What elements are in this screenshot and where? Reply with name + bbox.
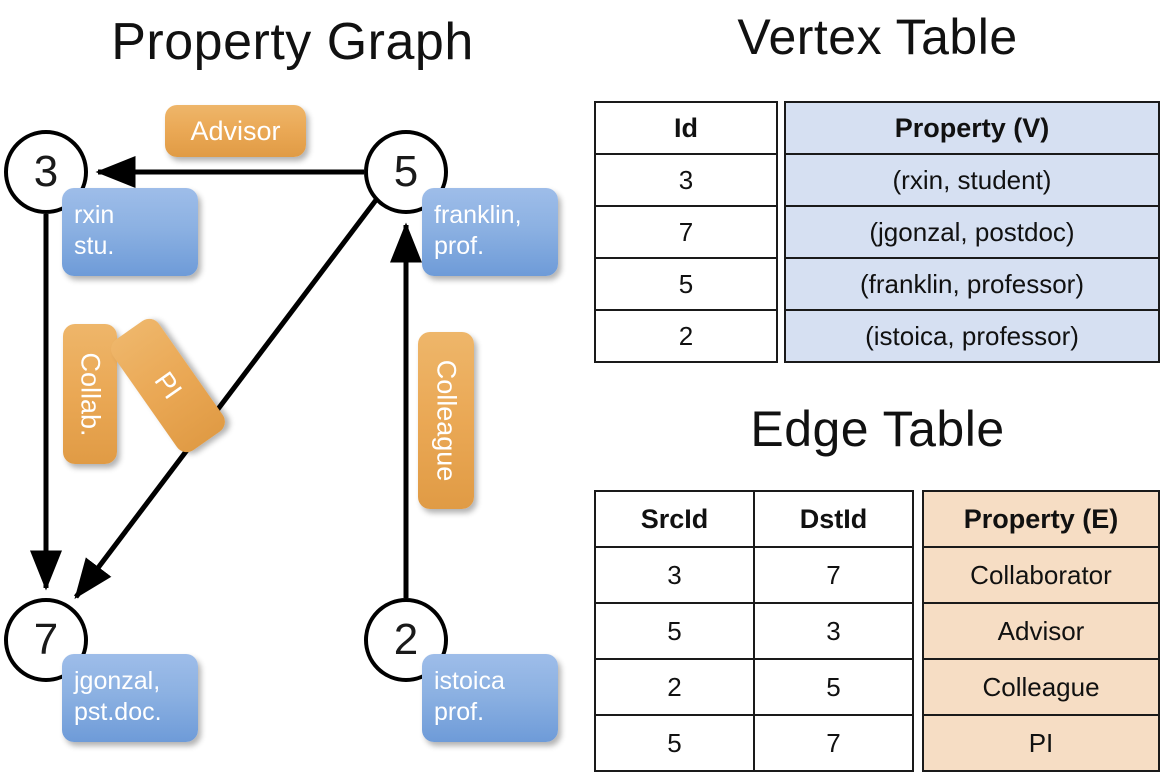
graph-edge-lines [30, 156, 422, 599]
graph-node-3-label: 3 [33, 147, 59, 196]
table-header-row: SrcId DstId [594, 490, 914, 548]
table-header-row: Property (E) [922, 490, 1160, 548]
edge-table-cell-srcid: 3 [594, 546, 755, 604]
vertex-callout-5: franklin, prof. [422, 188, 558, 276]
graph-node-2[interactable]: 2 [364, 598, 448, 682]
vertex-callout-7-line2: pst.doc. [74, 698, 162, 726]
table-row: 3 7 [594, 546, 914, 604]
edge-callout-advisor: Advisor [165, 105, 306, 157]
vertex-table-cell-property: (jgonzal, postdoc) [784, 205, 1160, 259]
vertex-callout-2: istoica prof. [422, 654, 558, 742]
page-title-edge-table: Edge Table [750, 401, 1005, 457]
table-row: Advisor [922, 602, 1160, 660]
edge-table-cell-srcid: 5 [594, 602, 755, 660]
edge-table-cell-srcid: 5 [594, 714, 755, 772]
table-row: 5 3 [594, 602, 914, 660]
vertex-table-header-id: Id [594, 101, 778, 155]
vertex-table-id-column: Id 3 7 5 2 [594, 101, 778, 363]
edge-callout-collab: Collab. [63, 324, 117, 464]
edge-callout-advisor-label: Advisor [190, 115, 281, 146]
vertex-callout-3-line1: rxin [74, 201, 115, 229]
table-row: 3 [594, 153, 778, 207]
edge-table-header-dstid: DstId [753, 490, 914, 548]
graph-node-5-label: 5 [393, 147, 419, 196]
edge-table-cell-dstid: 7 [753, 714, 914, 772]
vertex-table-property-column: Property (V) (rxin, student) (jgonzal, p… [784, 101, 1160, 363]
vertex-callout-7: jgonzal, pst.doc. [62, 654, 198, 742]
graph-node-7-label: 7 [33, 615, 59, 664]
edge-table-property-column: Property (E) Collaborator Advisor Collea… [922, 490, 1160, 772]
vertex-callout-3: rxin stu. [62, 188, 198, 276]
table-row: 2 [594, 309, 778, 363]
table-row: 2 5 [594, 658, 914, 716]
edge-table-id-columns: SrcId DstId 3 7 5 3 2 5 5 7 [594, 490, 914, 772]
edge-table-cell-property: Advisor [922, 602, 1160, 660]
table-row: 5 7 [594, 714, 914, 772]
edge-callout-collab-label: Collab. [75, 351, 106, 437]
vertex-table-cell-property: (istoica, professor) [784, 309, 1160, 363]
vertex-callout-2-line2: prof. [434, 698, 485, 726]
edge-table-header-srcid: SrcId [594, 490, 755, 548]
vertex-callout-3-line2: stu. [74, 232, 115, 260]
table-row: (rxin, student) [784, 153, 1160, 207]
table-row: PI [922, 714, 1160, 772]
edge-table-cell-property: PI [922, 714, 1160, 772]
vertex-callout-5-line2: prof. [434, 232, 485, 260]
vertex-table-cell-id: 7 [594, 205, 778, 259]
vertex-callout-5-line1: franklin, [434, 201, 522, 229]
table-header-row: Property (V) [784, 101, 1160, 155]
table-header-row: Id [594, 101, 778, 155]
table-row: Collaborator [922, 546, 1160, 604]
table-row: Colleague [922, 658, 1160, 716]
vertex-table-cell-id: 3 [594, 153, 778, 207]
edge-table-cell-dstid: 5 [753, 658, 914, 716]
page-title-property-graph: Property Graph [111, 13, 474, 71]
edge-table-cell-srcid: 2 [594, 658, 755, 716]
page-title-vertex-table: Vertex Table [737, 9, 1018, 65]
table-row: 5 [594, 257, 778, 311]
edge-callout-pi-label: PI [148, 366, 189, 405]
vertex-callout-7-line1: jgonzal, [74, 667, 161, 695]
edge-table-cell-dstid: 3 [753, 602, 914, 660]
graph-node-2-label: 2 [393, 615, 419, 664]
vertex-table-cell-property: (rxin, student) [784, 153, 1160, 207]
vertex-table-cell-property: (franklin, professor) [784, 257, 1160, 311]
graph-node-5[interactable]: 5 [364, 130, 448, 214]
edge-callout-colleague-label: Colleague [431, 359, 462, 482]
table-row: (jgonzal, postdoc) [784, 205, 1160, 259]
edge-table-header-property: Property (E) [922, 490, 1160, 548]
table-row: (franklin, professor) [784, 257, 1160, 311]
edge-table-cell-property: Collaborator [922, 546, 1160, 604]
edge-table-cell-property: Colleague [922, 658, 1160, 716]
vertex-table-header-property: Property (V) [784, 101, 1160, 155]
table-row: (istoica, professor) [784, 309, 1160, 363]
vertex-table-cell-id: 5 [594, 257, 778, 311]
edge-callout-colleague: Colleague [418, 332, 474, 509]
property-graph-diagram: 3 5 7 2 rxin stu. franklin, prof. jgonza… [0, 0, 585, 760]
table-row: 7 [594, 205, 778, 259]
edge-5-to-7 [74, 198, 378, 599]
vertex-callout-2-line1: istoica [434, 667, 505, 695]
vertex-table-cell-id: 2 [594, 309, 778, 363]
edge-table-cell-dstid: 7 [753, 546, 914, 604]
